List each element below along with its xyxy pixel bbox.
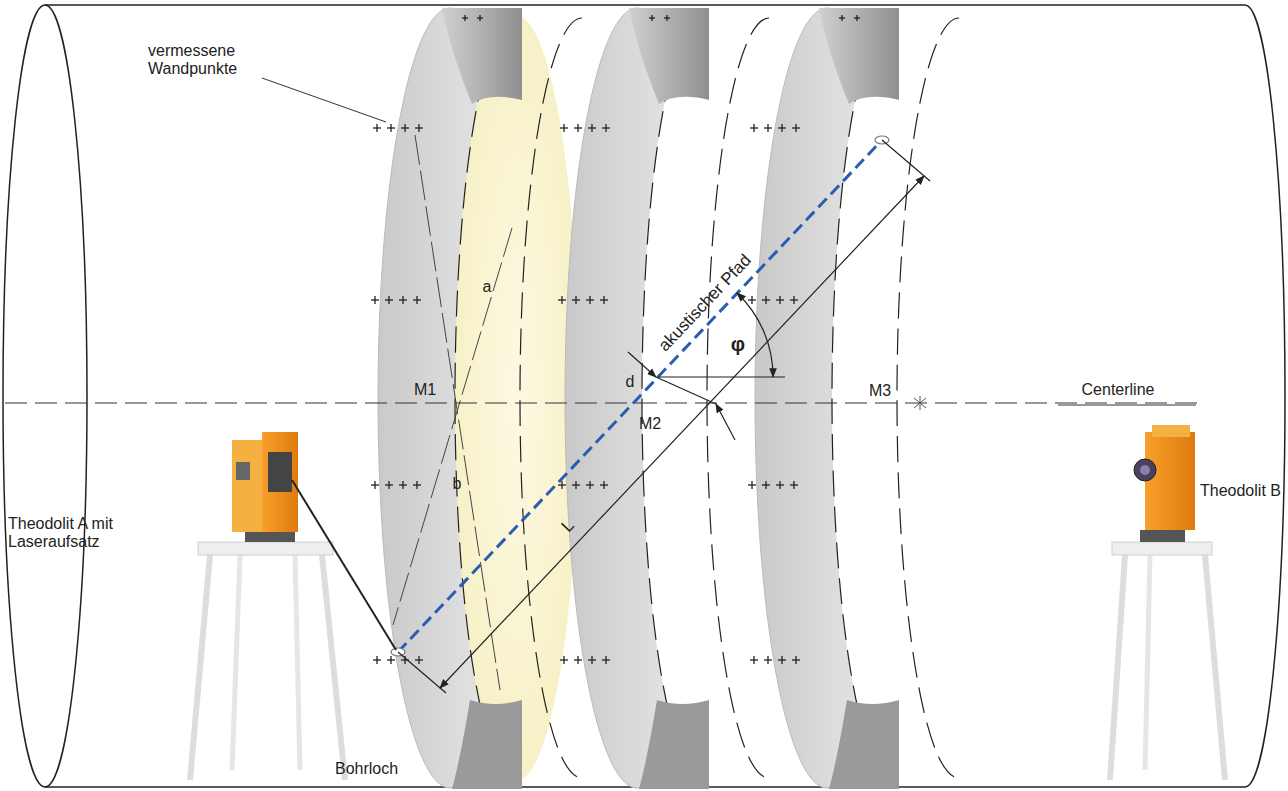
wall-point-label: vermessene Wandpunkte [148, 42, 268, 79]
plus-mark [575, 296, 576, 304]
leader-line [262, 78, 386, 122]
plus-mark [390, 656, 391, 664]
plus-mark [376, 656, 377, 664]
instrument-label: Theodolit A mit Laseraufsatz [8, 515, 158, 552]
plus-mark [418, 656, 419, 664]
plus-mark [563, 124, 564, 132]
plus-mark [374, 296, 375, 304]
acoustic-path [398, 140, 882, 652]
plus-mark [765, 481, 766, 489]
plus-mark [765, 296, 766, 304]
plus-mark [416, 481, 417, 489]
plus-mark [779, 481, 780, 489]
plus-mark [666, 15, 667, 21]
center-label: M2 [639, 415, 661, 433]
wall-point-marks [371, 15, 860, 664]
axis-label: Centerline [1082, 381, 1155, 399]
plus-mark [795, 124, 796, 132]
plus-mark [767, 124, 768, 132]
pipe-ring [755, 8, 959, 789]
ring-inner [642, 16, 766, 780]
centerline [5, 402, 1205, 403]
offset-dimension [628, 352, 735, 440]
plus-mark [404, 124, 405, 132]
ring-bottom [829, 700, 899, 789]
plus-mark [402, 481, 403, 489]
center-mark [914, 396, 926, 410]
plus-mark [479, 15, 480, 21]
plus-mark [753, 656, 754, 664]
plus-mark [589, 481, 590, 489]
plus-mark [374, 481, 375, 489]
plus-mark [388, 481, 389, 489]
ring-edge [642, 16, 704, 780]
diameter-label: b [453, 475, 462, 493]
plus-mark [793, 481, 794, 489]
center-label: M3 [869, 382, 891, 400]
plus-mark [589, 296, 590, 304]
diameter-lines [393, 135, 512, 690]
ring-top [819, 8, 899, 104]
ring-edge [455, 16, 517, 780]
plus-mark [605, 124, 606, 132]
diameter-label: a [483, 278, 492, 296]
plus-mark [561, 481, 562, 489]
center-label: M1 [414, 381, 436, 399]
plus-mark [841, 15, 842, 21]
plus-mark [575, 481, 576, 489]
pipe-ring [565, 8, 769, 789]
length-dimension [398, 140, 930, 693]
ring-bottom [639, 700, 709, 789]
plus-mark [591, 124, 592, 132]
ring-inner [455, 16, 579, 780]
plus-mark [767, 656, 768, 664]
plus-mark [402, 296, 403, 304]
angle-label: φ [731, 333, 745, 356]
plus-mark [376, 124, 377, 132]
theodolite-a [190, 432, 396, 780]
plus-mark [464, 15, 465, 21]
plus-mark [418, 124, 419, 132]
plus-mark [856, 15, 857, 21]
plus-mark [605, 656, 606, 664]
plus-mark [390, 124, 391, 132]
ring-edge [832, 16, 894, 780]
plus-mark [561, 296, 562, 304]
plus-mark [779, 296, 780, 304]
plus-mark [603, 296, 604, 304]
plus-mark [577, 656, 578, 664]
plus-mark [603, 481, 604, 489]
pipe-rings [378, 8, 959, 789]
plus-mark [781, 656, 782, 664]
plus-mark [751, 296, 752, 304]
ring-bottom [452, 700, 522, 789]
offset-label: d [626, 373, 635, 391]
plus-mark [416, 296, 417, 304]
plus-mark [591, 656, 592, 664]
ring-top [629, 8, 709, 104]
theodolite-b [1110, 425, 1225, 780]
plus-mark [751, 481, 752, 489]
plus-mark [753, 124, 754, 132]
plus-mark [793, 296, 794, 304]
centerline-underline [1058, 405, 1196, 406]
plus-mark [795, 656, 796, 664]
length-label: L [558, 516, 579, 536]
instrument-label: Theodolit B [1200, 482, 1281, 500]
plus-mark [651, 15, 652, 21]
plus-mark [563, 656, 564, 664]
plus-mark [577, 124, 578, 132]
ring-inner [832, 16, 956, 780]
plus-mark [781, 124, 782, 132]
ring-edge [897, 18, 959, 778]
pipe-ring [378, 8, 582, 789]
pipe-outline [3, 5, 1285, 787]
ring-top [442, 8, 522, 104]
plus-mark [388, 296, 389, 304]
hole-label: Bohrloch [335, 760, 398, 778]
